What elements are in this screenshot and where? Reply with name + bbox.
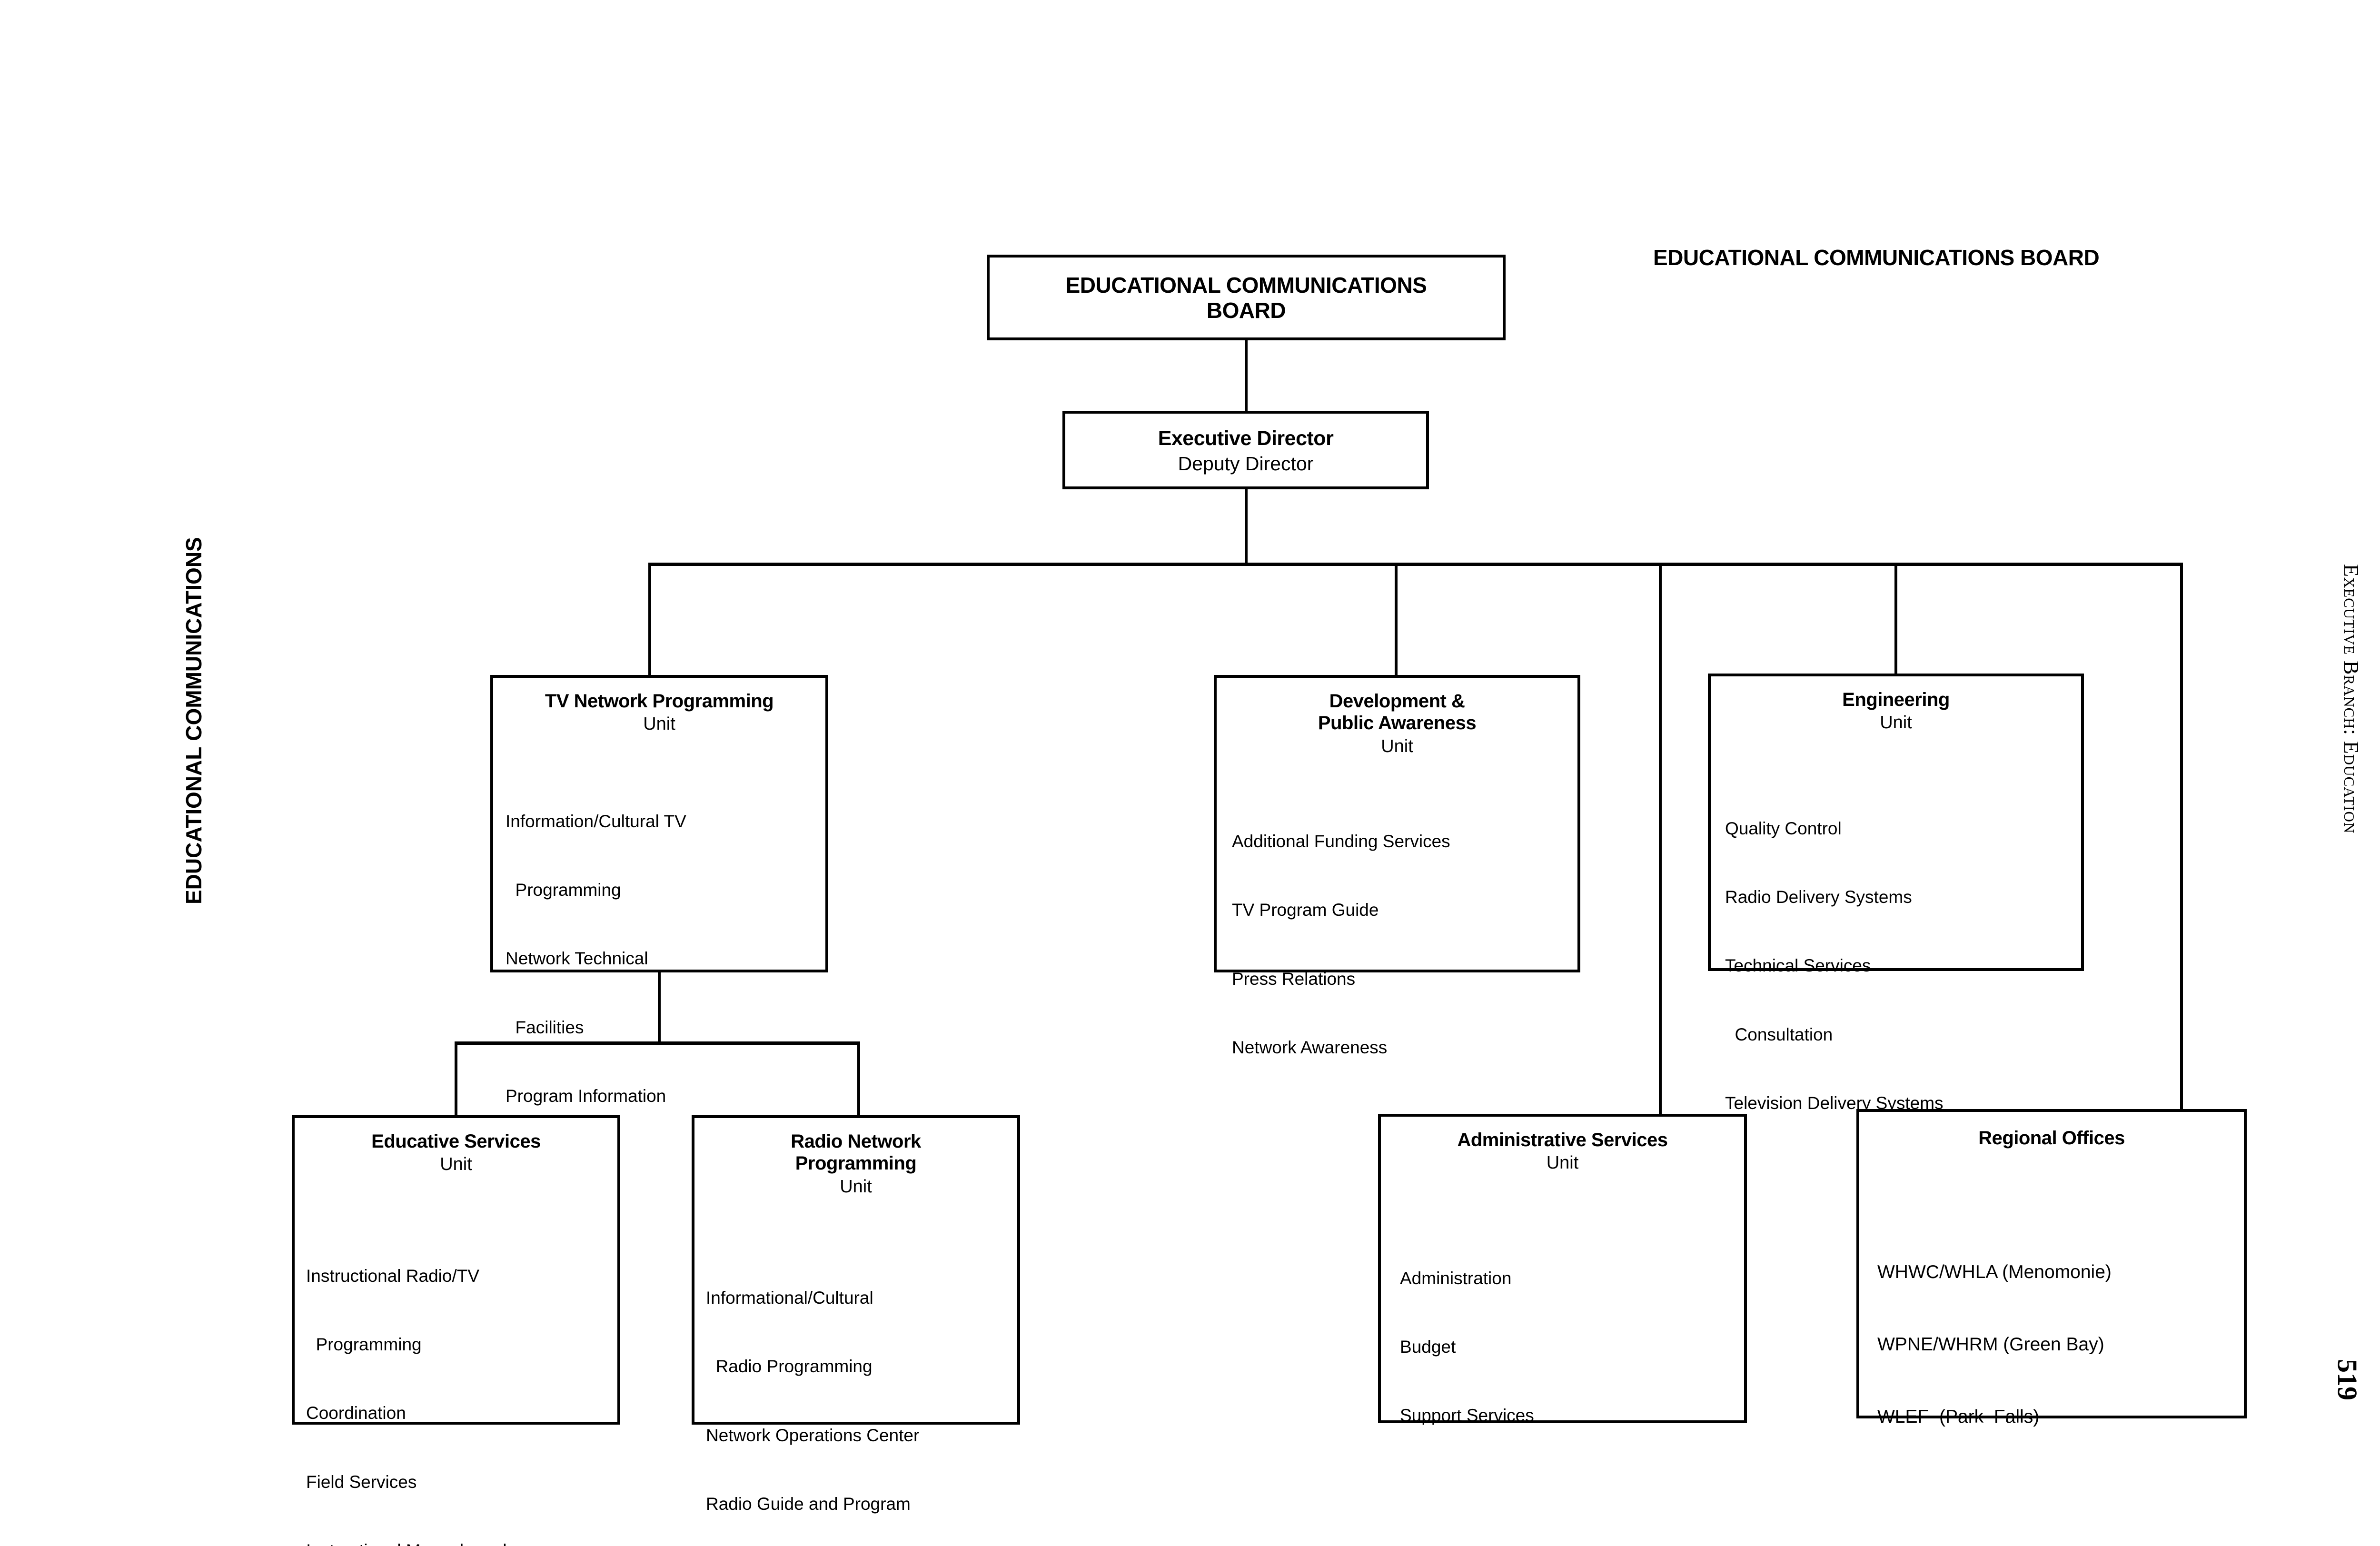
list-item: Radio Delivery Systems: [1725, 887, 1912, 907]
node-administrative-services[interactable]: Administrative Services Unit Administrat…: [1378, 1114, 1747, 1425]
node-educational-communications-board[interactable]: EDUCATIONAL COMMUNICATIONS BOARD: [987, 255, 1506, 340]
list-item: Administration: [1400, 1268, 1512, 1288]
page-header-title: EDUCATIONAL COMMUNICATIONS BOARD: [1653, 245, 2100, 270]
connector-director-stem: [1245, 489, 1248, 565]
list-item: Field Services: [306, 1472, 417, 1492]
list-item: Information/Cultural TV: [506, 811, 686, 831]
node-regional-offices[interactable]: Regional Offices WHWC/WHLA (Menomonie) W…: [1856, 1109, 2247, 1427]
list-item: Program Information: [506, 1086, 666, 1106]
connector-bus-to-dev: [1395, 563, 1398, 677]
node-title: Engineering: [1842, 689, 1950, 710]
connector-bus-to-regional: [2180, 563, 2183, 1111]
list-item: Support Services: [1400, 1406, 1534, 1426]
node-engineering[interactable]: Engineering Unit Quality Control Radio D…: [1708, 674, 2084, 1113]
node-title: Executive Director: [1158, 427, 1334, 450]
node-item-list: Instructional Radio/TV Programming Coord…: [295, 1175, 617, 1546]
node-subtitle: Unit: [643, 714, 675, 734]
node-title: TV Network Programming: [545, 691, 774, 712]
connector-tv-stem: [658, 972, 661, 1044]
node-title: Educative Services: [371, 1131, 541, 1152]
list-item: Technical Services: [1725, 956, 1871, 976]
list-item: Radio Programming: [706, 1357, 873, 1377]
side-label-left: EDUCATIONAL COMMUNICATIONS: [181, 537, 206, 904]
node-subtitle: Unit: [840, 1176, 872, 1197]
node-item-list: WHWC/WHLA (Menomonie) WPNE/WHRM (Green B…: [1859, 1149, 2244, 1477]
node-executive-director[interactable]: Executive Director Deputy Director: [1062, 411, 1429, 489]
list-item: WPNE/WHRM (Green Bay): [1877, 1334, 2104, 1355]
list-item: Programming: [506, 880, 621, 900]
list-item: Press Relations: [1232, 969, 1356, 989]
list-item: WHWC/WHLA (Menomonie): [1877, 1261, 2112, 1282]
connector-bus-to-tv: [648, 563, 651, 677]
node-title: Regional Offices: [1978, 1128, 2125, 1149]
node-tv-network-programming[interactable]: TV Network Programming Unit Information/…: [490, 675, 828, 1106]
node-subtitle: Unit: [1381, 736, 1413, 756]
connector-main-bus: [648, 563, 2183, 566]
node-title: Administrative Services: [1457, 1130, 1668, 1150]
node-subtitle: Unit: [1880, 713, 1912, 733]
node-item-list: Additional Funding Services TV Program G…: [1217, 757, 1577, 1105]
list-item: Consultation: [1725, 1024, 1833, 1044]
node-title: EDUCATIONAL COMMUNICATIONS BOARD: [1065, 273, 1427, 323]
list-item: Informational/Cultural: [706, 1288, 873, 1308]
node-item-list: Informational/Cultural Radio Programming…: [694, 1197, 1017, 1546]
connector-tv-to-edu: [455, 1041, 457, 1117]
list-item: Quality Control: [1725, 818, 1842, 838]
list-item: Instructional Radio/TV: [306, 1266, 480, 1286]
node-subtitle: Unit: [440, 1154, 472, 1175]
list-item: Facilities: [506, 1017, 584, 1037]
list-item: Instructional Manuals and: [306, 1539, 617, 1546]
list-item: Network Technical: [506, 949, 648, 969]
list-item: Radio Guide and Program: [706, 1494, 911, 1514]
side-label-right: Executive Branch: Education: [2340, 564, 2363, 834]
connector-tv-children-bus: [455, 1041, 860, 1045]
list-item: Programming: [306, 1334, 422, 1354]
list-item: Budget: [1400, 1337, 1456, 1357]
node-item-list: Administration Budget Support Services: [1381, 1173, 1744, 1473]
node-item-list: Information/Cultural TV Programming Netw…: [493, 734, 825, 1153]
list-item: Additional Funding Services: [1232, 832, 1450, 852]
node-title: Radio Network Programming: [791, 1131, 921, 1174]
node-title: Development & Public Awareness: [1318, 691, 1477, 734]
list-item: Network Awareness: [1232, 1037, 1388, 1057]
node-subtitle: Unit: [1546, 1153, 1579, 1173]
connector-bus-to-eng: [1894, 563, 1897, 677]
node-item-list: Quality Control Radio Delivery Systems T…: [1711, 733, 2081, 1160]
node-radio-network-programming[interactable]: Radio Network Programming Unit Informati…: [692, 1115, 1020, 1514]
connector-tv-to-radio: [857, 1041, 860, 1117]
list-item: Network Operations Center: [706, 1425, 920, 1445]
node-subtitle: Deputy Director: [1178, 452, 1314, 475]
connector-root-to-director: [1245, 340, 1248, 412]
list-item: WLEF (Park Falls): [1877, 1406, 2040, 1427]
node-development-public-awareness[interactable]: Development & Public Awareness Unit Addi…: [1214, 675, 1580, 1057]
page-number: 519: [2332, 1359, 2363, 1400]
list-item: Coordination: [306, 1403, 406, 1423]
node-educative-services[interactable]: Educative Services Unit Instructional Ra…: [292, 1115, 620, 1546]
connector-bus-to-admin: [1659, 563, 1662, 1116]
list-item: TV Program Guide: [1232, 900, 1379, 920]
